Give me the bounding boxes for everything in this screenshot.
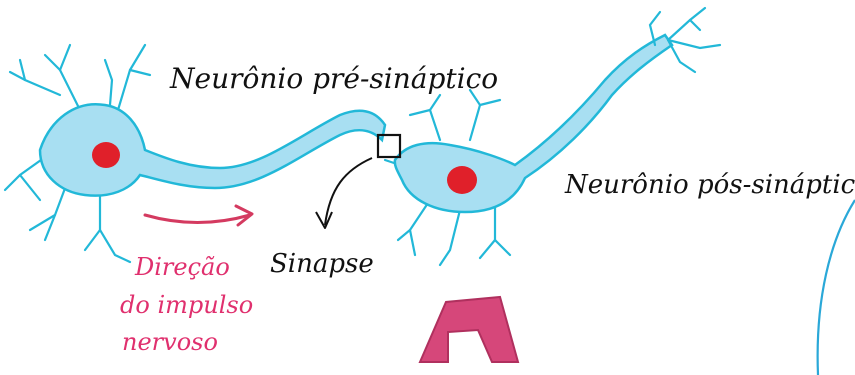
impulse-direction-label: Direção do impulso nervoso (120, 253, 253, 356)
post-neuron-nucleus (447, 166, 477, 194)
impulse-direction-arrow (145, 206, 252, 225)
synapse-marker (316, 135, 400, 228)
synapse-pointer-arrowhead (316, 212, 332, 228)
blue-edge-curve (818, 200, 855, 375)
post-synaptic-neuron (385, 8, 720, 265)
direction-label-line3: nervoso (122, 328, 218, 356)
pink-arch-shape (420, 297, 518, 362)
synapse-label: Sinapse (270, 249, 374, 279)
post-neuron-label: Neurônio pós-sináptico (564, 170, 855, 200)
synapse-pointer-line (325, 158, 372, 225)
direction-label-line1: Direção (134, 253, 230, 281)
pre-neuron-soma (40, 104, 385, 195)
pre-neuron-label: Neurônio pré-sináptico (169, 62, 498, 95)
pre-neuron-nucleus (92, 142, 120, 168)
direction-label-line2: do impulso (120, 291, 253, 319)
